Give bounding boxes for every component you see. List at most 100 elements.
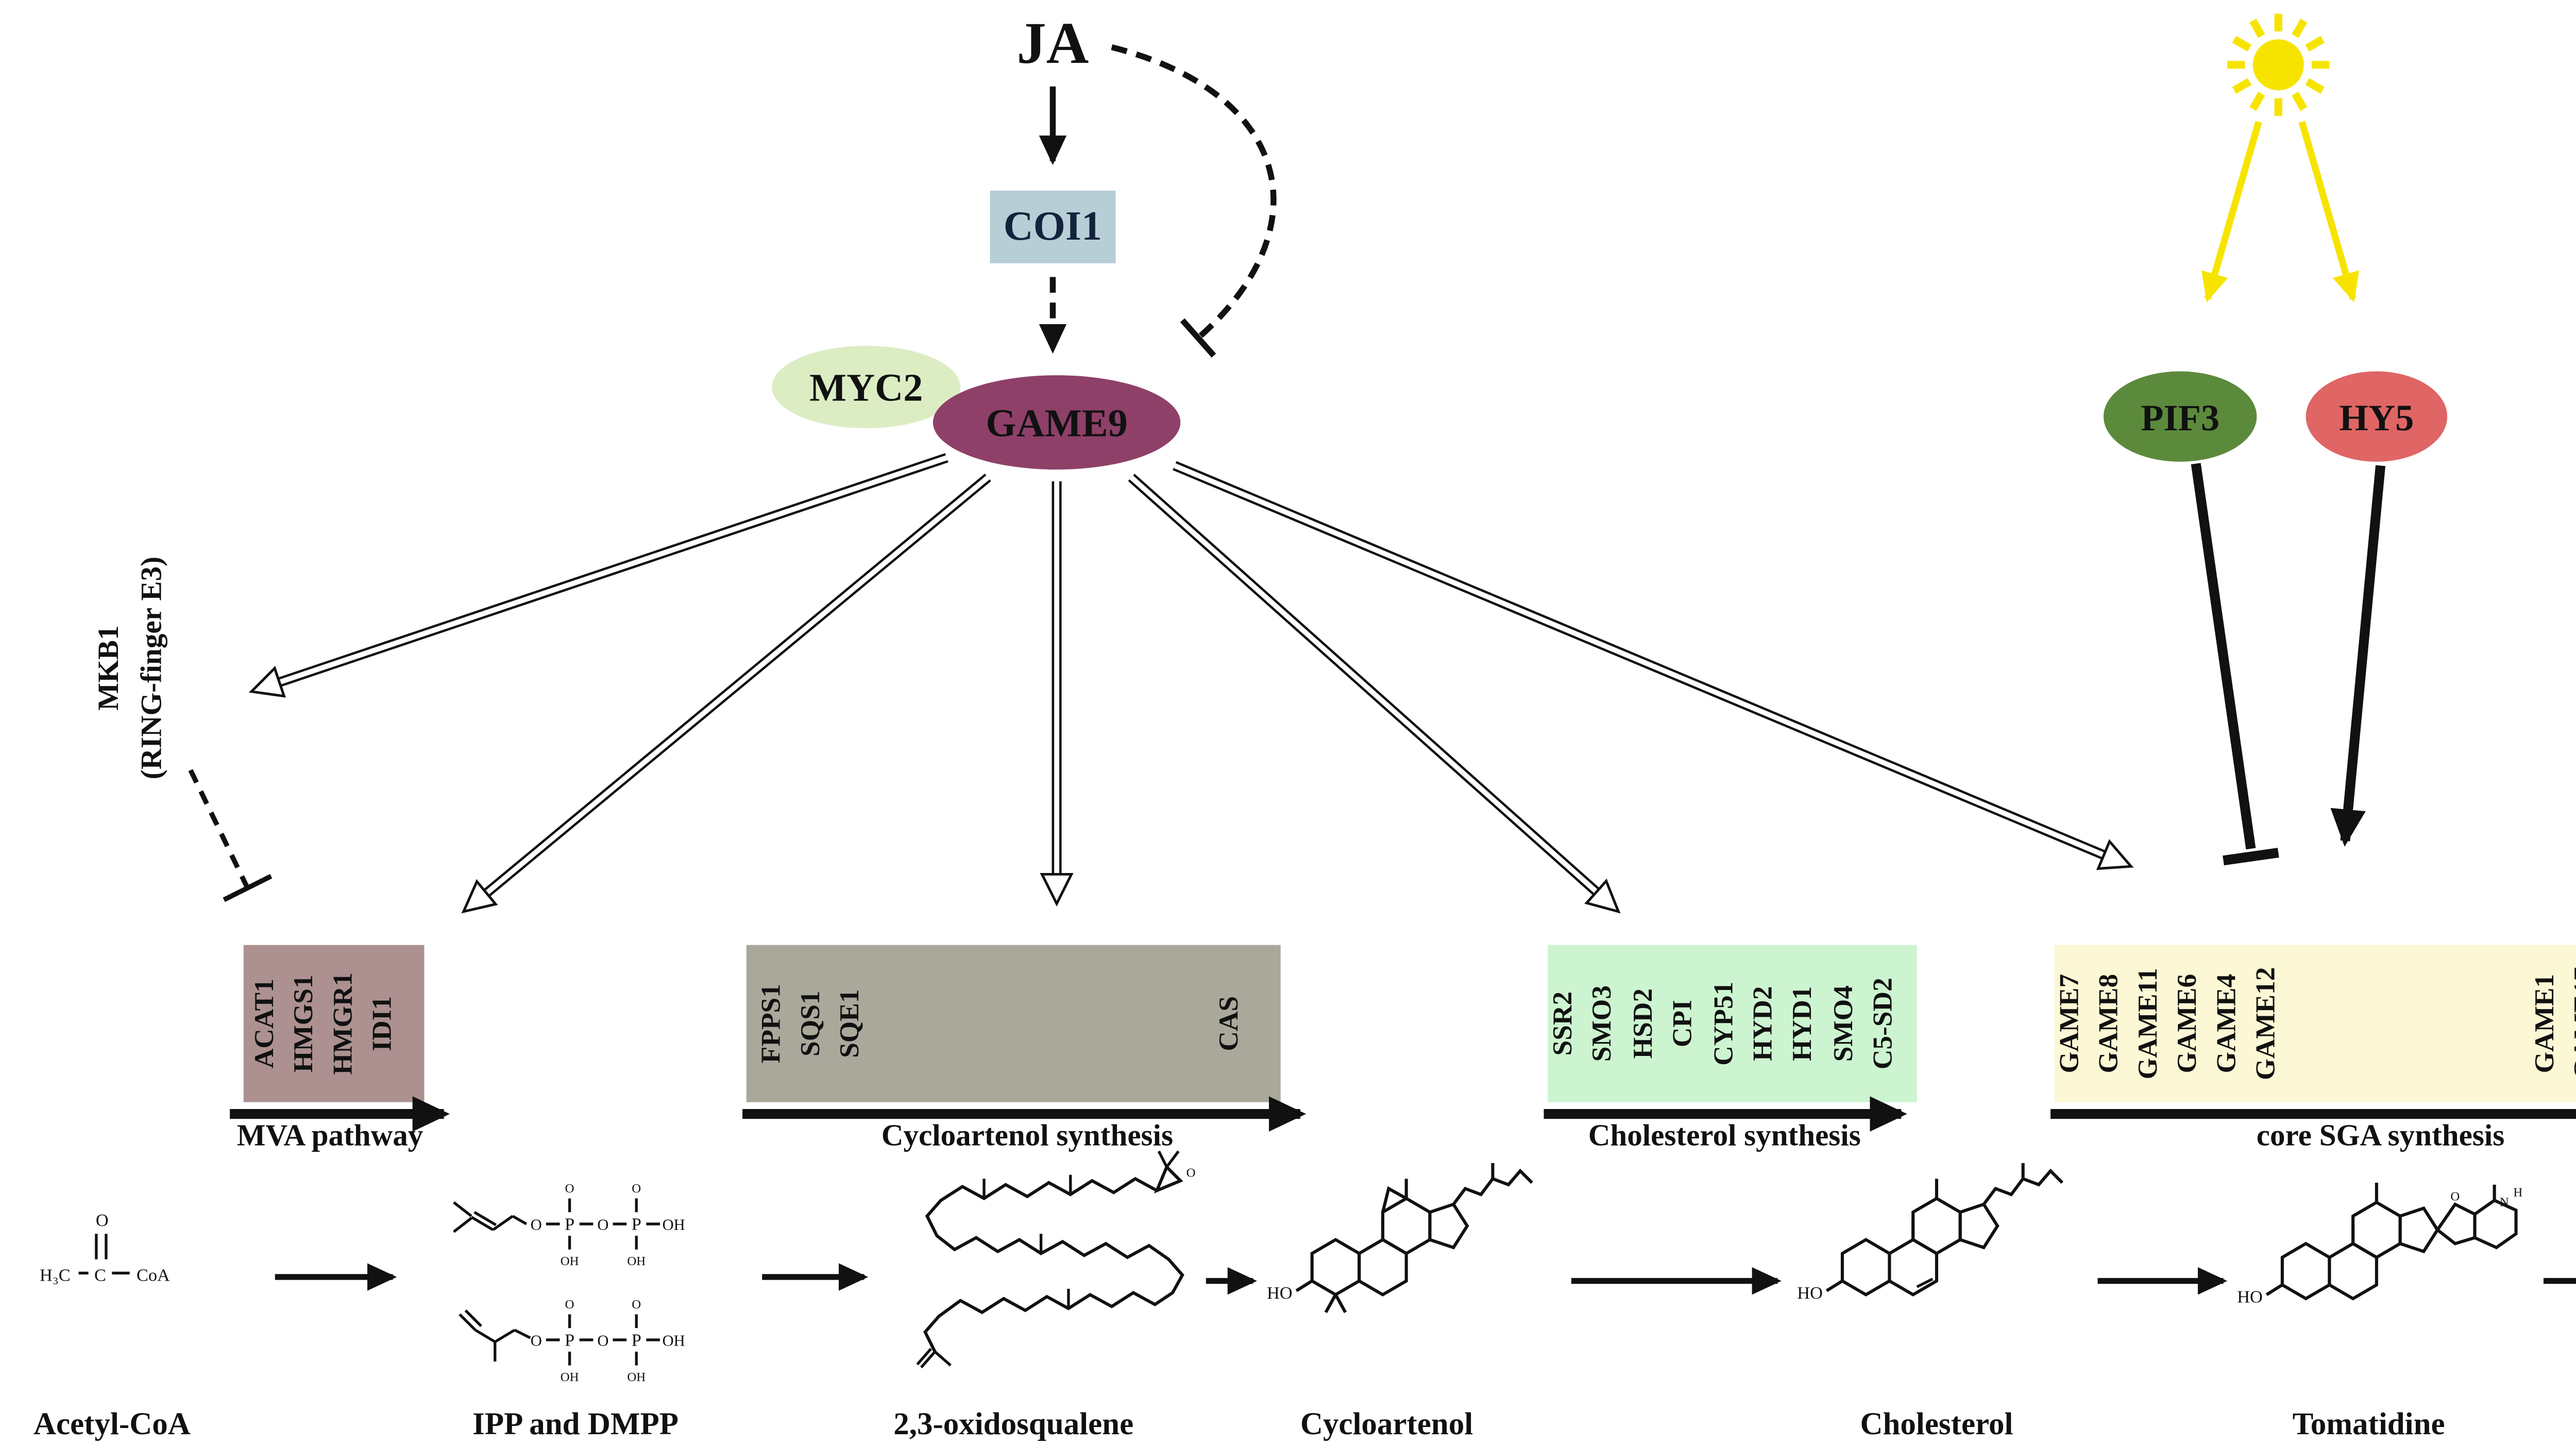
light-arrows [2201, 121, 2360, 303]
light-to-pif3-arrow [2201, 121, 2262, 303]
mkb1-sublabel: (RING-finger E3) [135, 557, 168, 779]
pif3-ellipse [2103, 371, 2257, 462]
gene-hyd2: HYD2 [1747, 986, 1778, 1061]
atom-oh: OH [561, 1370, 579, 1384]
gene-hsd2: HSD2 [1627, 988, 1658, 1059]
gene-ssr2: SSR2 [1547, 992, 1578, 1056]
ja-label: JA [1017, 10, 1089, 76]
atom-o: O [531, 1332, 542, 1349]
gene-game12: GAME12 [2250, 967, 2281, 1080]
pif3-label: PIF3 [2141, 397, 2219, 439]
atom-n: N [2500, 1196, 2509, 1210]
gene-c5-sd2: C5-SD2 [1867, 978, 1897, 1069]
atom-o: O [597, 1332, 608, 1349]
gene-game17: GAME17 [2568, 967, 2576, 1080]
tomatidine-structure: O N H HO [2237, 1183, 2522, 1307]
sun-icon [2227, 13, 2330, 116]
gene-game7: GAME7 [2053, 974, 2084, 1073]
atom-o: O [1187, 1166, 1196, 1180]
atom-p: P [565, 1330, 574, 1350]
atom-p: P [565, 1214, 574, 1234]
atom-c: C [94, 1266, 106, 1285]
gene-sqs1: SQS1 [794, 990, 825, 1056]
core-sga-synthesis-label: core SGA synthesis [2257, 1118, 2504, 1152]
atom-oh: OH [663, 1216, 685, 1233]
cholesterol-synthesis-label: Cholesterol synthesis [1588, 1118, 1861, 1152]
oxidosqualene-label: 2,3-oxidosqualene [893, 1407, 1133, 1441]
atom-coa: CoA [137, 1266, 170, 1285]
tomatidine-label: Tomatidine [2293, 1407, 2445, 1441]
gene-cyp51: CYP51 [1707, 982, 1738, 1066]
atom-oh: OH [663, 1332, 685, 1349]
cycloartenol-label: Cycloartenol [1300, 1407, 1473, 1441]
acetyl-coa-structure: O H₃C C CoA [40, 1211, 170, 1285]
coi1-label: COI1 [1004, 204, 1102, 249]
gene-cas: CAS [1213, 996, 1244, 1051]
hy5-activation-arrow [2330, 465, 2386, 847]
mkb1-inhibition [188, 769, 273, 902]
atom-o: O [96, 1211, 109, 1230]
gene-idi1: IDI1 [366, 996, 397, 1051]
ipp-dmpp-label: IPP and DMPP [472, 1407, 679, 1441]
game9-to-mva-hollow-arrow [461, 474, 991, 914]
atom-p: P [632, 1330, 641, 1350]
atom-o: O [565, 1298, 574, 1312]
game9-label: GAME9 [986, 401, 1127, 445]
ja-feedback-inhibition [1111, 44, 1277, 358]
gene-smo3: SMO3 [1586, 985, 1617, 1062]
game9-ellipse [933, 375, 1181, 470]
cycloartenol-synthesis-label: Cycloartenol synthesis [882, 1118, 1173, 1152]
game9-to-cycloartenol-hollow-arrow [1040, 481, 1074, 907]
mva-gene-box [243, 945, 425, 1102]
atom-o: O [565, 1182, 574, 1196]
gene-hyd1: HYD1 [1786, 986, 1817, 1061]
atom-o: O [597, 1216, 608, 1233]
gene-smo4: SMO4 [1827, 985, 1858, 1062]
mva-pathway-label: MVA pathway [237, 1118, 423, 1152]
atom-h: H [2513, 1186, 2522, 1200]
light-to-hy5-arrow [2298, 121, 2360, 303]
cycloartenol-structure: HO [1267, 1163, 1532, 1314]
atom-o: O [632, 1298, 641, 1312]
coi1-box [990, 190, 1116, 263]
gene-game4: GAME4 [2210, 974, 2241, 1073]
cholesterol-label: Cholesterol [1860, 1407, 2013, 1441]
ipp-dmpp-structure: O P O OH O P O OH OH O P O OH O P [453, 1182, 685, 1384]
atom-ho: HO [1797, 1283, 1823, 1303]
atom-oh: OH [627, 1254, 646, 1268]
atom-ho: HO [1267, 1283, 1293, 1303]
atom-p: P [632, 1214, 641, 1234]
gene-hmgs1: HMGS1 [287, 975, 318, 1072]
sga-gene-box [2054, 945, 2576, 1102]
gene-cpi: CPI [1666, 1000, 1697, 1047]
cycloartenol-gene-box [746, 945, 1281, 1102]
mkb1-label: MKB1 [92, 626, 125, 711]
atom-o: O [632, 1182, 641, 1196]
atom-h3c: H₃C [40, 1266, 71, 1285]
gene-game6: GAME6 [2171, 974, 2202, 1073]
gene-acat1: ACAT1 [248, 979, 279, 1068]
oxidosqualene-structure: O [916, 1150, 1196, 1369]
gene-sqe1: SQE1 [834, 989, 865, 1057]
gene-hmgr1: HMGR1 [327, 972, 358, 1075]
cholesterol-gene-box [1548, 945, 1917, 1102]
pif3-inhibition-bar [2191, 463, 2279, 866]
game9-to-cholesterol-hollow-arrow [1128, 474, 1621, 914]
gene-game1: GAME1 [2529, 974, 2560, 1073]
gene-game11: GAME11 [2132, 968, 2163, 1079]
game9-to-sga-hollow-arrow [1173, 461, 2134, 870]
atom-o: O [531, 1216, 542, 1233]
myc2-ellipse [772, 345, 961, 429]
atom-ho: HO [2237, 1287, 2263, 1307]
atom-oh: OH [627, 1370, 646, 1384]
game9-to-mkb1-hollow-arrow [248, 453, 948, 698]
acetyl-coa-label: Acetyl-CoA [33, 1407, 191, 1441]
myc2-label: MYC2 [809, 366, 923, 410]
hy5-ellipse [2306, 371, 2448, 462]
gene-fpps1: FPPS1 [755, 984, 786, 1063]
atom-oh: OH [561, 1254, 579, 1268]
cholesterol-structure: HO [1797, 1163, 2062, 1303]
atom-o: O [2450, 1189, 2460, 1203]
